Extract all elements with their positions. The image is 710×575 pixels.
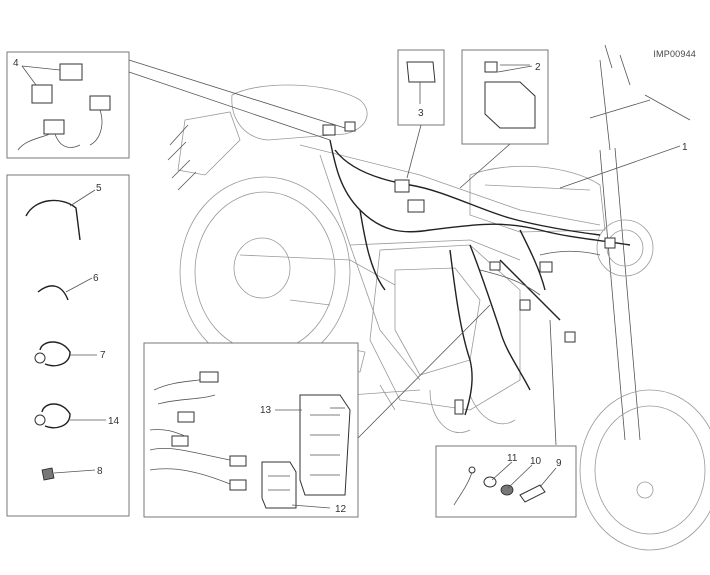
callout-3: 3 [418, 108, 424, 119]
callout-8: 8 [97, 466, 103, 477]
callout-1: 1 [682, 142, 688, 153]
callout-11: 11 [507, 453, 518, 464]
callout-4: 4 [13, 58, 19, 69]
motorcycle-drawing [167, 44, 710, 551]
detail-box-clips [6, 174, 130, 517]
callout-6: 6 [93, 273, 99, 284]
detail-box-connectors [143, 304, 491, 518]
detail-box-item-2 [459, 49, 549, 189]
callout-12: 12 [335, 504, 347, 515]
callout-5: 5 [96, 183, 102, 194]
detail-box-fasteners [435, 319, 577, 518]
drawing-code: IMP00944 [653, 49, 696, 59]
detail-box-item-3 [397, 49, 445, 179]
callout-numbers: 1 2 3 4 5 6 7 8 9 10 11 12 13 14 [13, 58, 688, 515]
callout-leaders [330, 65, 681, 409]
callout-14: 14 [108, 416, 120, 427]
callout-2: 2 [535, 62, 541, 73]
wiring-harness [322, 121, 631, 416]
callout-13: 13 [260, 405, 272, 416]
detail-box-relays [6, 51, 346, 159]
callout-10: 10 [530, 456, 542, 467]
callout-9: 9 [556, 458, 562, 469]
callout-7: 7 [100, 350, 106, 361]
